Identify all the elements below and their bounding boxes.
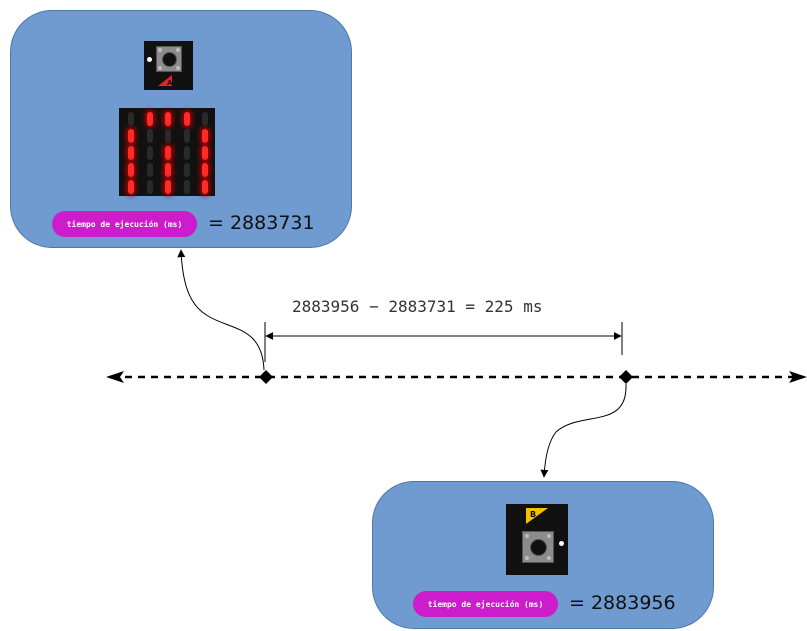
- led-r0-c2: [165, 112, 171, 126]
- event-marker-2: [619, 370, 633, 384]
- led-r1-c4: [202, 129, 208, 143]
- svg-text:A: A: [167, 79, 172, 86]
- led-r3-c4: [202, 163, 208, 177]
- led-r4-c4: [202, 180, 208, 194]
- button-b-indicator-dot: [559, 541, 564, 546]
- timeline-right-arrowhead: [789, 371, 807, 383]
- led-r0-c4: [202, 112, 208, 126]
- led-r1-c2: [165, 129, 171, 143]
- execution-time-block: tiempo de ejecución (ms): [413, 591, 558, 617]
- execution-time-value: = 2883956: [569, 592, 676, 614]
- led-r4-c3: [183, 180, 190, 194]
- led-r0-c1: [146, 112, 153, 126]
- button-a-badge-icon: A: [158, 75, 172, 86]
- execution-time-label: tiempo de ejecución (ms): [427, 599, 544, 609]
- led-r2-c4: [202, 146, 208, 160]
- bottom-event-panel: B tiempo de ejecución (ms) = 2883956: [372, 481, 714, 629]
- button-a-block[interactable]: A: [144, 41, 193, 90]
- led-r3-c0: [128, 163, 134, 177]
- led-r4-c1: [146, 180, 153, 194]
- execution-time-block: tiempo de ejecución (ms): [52, 211, 197, 237]
- led-r2-c3: [183, 146, 190, 160]
- button-b-icon: [522, 531, 554, 563]
- led-r0-c3: [183, 112, 190, 126]
- led-r2-c1: [146, 146, 153, 160]
- timeline-left-arrowhead: [106, 371, 124, 383]
- button-a-icon: [156, 46, 182, 72]
- led-matrix-display: [119, 108, 215, 196]
- led-r3-c1: [146, 163, 153, 177]
- top-event-panel: A tiempo de ejecución (ms) = 2883731: [10, 10, 352, 248]
- execution-time-value: = 2883731: [208, 212, 315, 234]
- connector-to-bottom-panel: [540, 383, 627, 478]
- led-r1-c1: [146, 129, 153, 143]
- interval-difference-label: 2883956 − 2883731 = 225 ms: [292, 297, 543, 316]
- event-marker-1: [259, 370, 273, 384]
- button-b-badge-icon: B: [526, 508, 548, 524]
- button-b-block[interactable]: B: [506, 504, 568, 575]
- led-r4-c2: [165, 180, 171, 194]
- led-r1-c0: [128, 129, 134, 143]
- led-r1-c3: [183, 129, 190, 143]
- led-r2-c0: [128, 146, 134, 160]
- button-a-indicator-dot: [147, 57, 152, 62]
- svg-text:B: B: [530, 510, 536, 519]
- connector-to-top-panel: [177, 249, 265, 371]
- execution-time-label: tiempo de ejecución (ms): [66, 219, 183, 229]
- led-r4-c0: [128, 180, 134, 194]
- led-r3-c2: [165, 163, 171, 177]
- led-r3-c3: [183, 163, 190, 177]
- led-r0-c0: [128, 112, 134, 126]
- led-r2-c2: [165, 146, 171, 160]
